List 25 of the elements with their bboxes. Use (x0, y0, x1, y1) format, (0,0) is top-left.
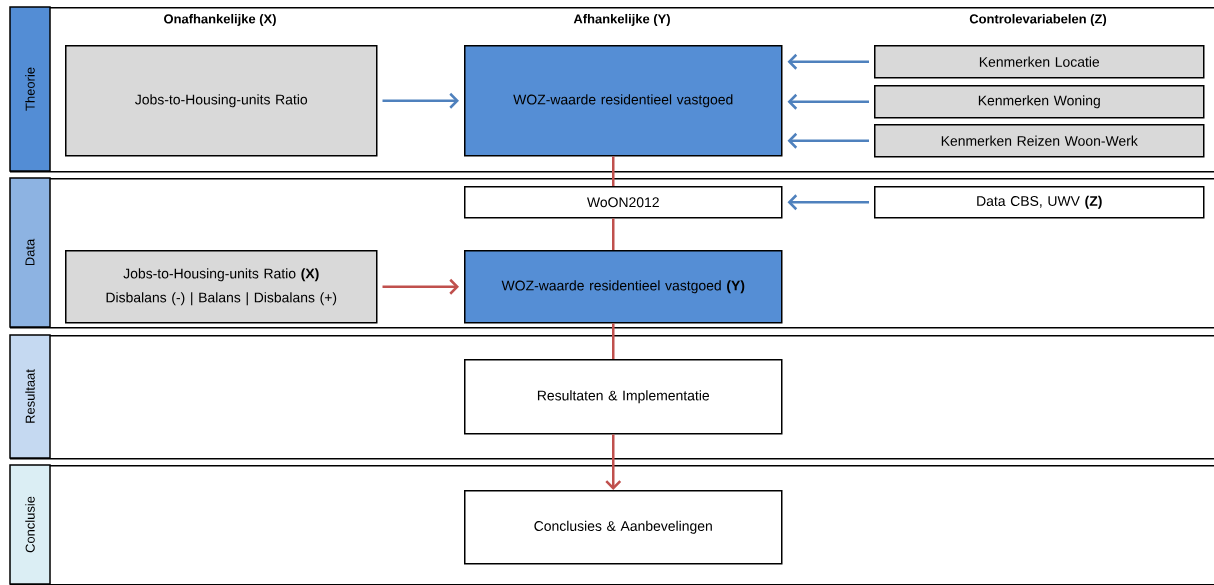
arrow (787, 194, 869, 211)
column-header: Onafhankelijke (X) (164, 13, 276, 27)
arrow (382, 278, 459, 295)
process-box: Jobs-to-Housing-units Ratio (65, 45, 378, 157)
arrow (382, 92, 459, 109)
process-box: WoON2012 (464, 186, 783, 219)
process-box: Kenmerken Reizen Woon-Werk (874, 124, 1205, 158)
column-header: Afhankelijke (Y) (573, 13, 670, 27)
arrow (605, 434, 622, 490)
process-box: Data CBS, UWV (Z) (874, 186, 1205, 219)
process-box: WOZ-waarde residentieel vastgoed (464, 45, 783, 157)
arrow (787, 53, 869, 70)
process-box: Kenmerken Locatie (874, 45, 1205, 79)
process-box: Jobs-to-Housing-units Ratio (X) Disbalans (-) | Balans | Disbalans (+) (65, 250, 378, 324)
column-header: Controlevariabelen (Z) (969, 13, 1107, 27)
lane-label: Data (9, 177, 51, 328)
process-box: WOZ-waarde residentieel vastgoed (Y) (464, 250, 783, 324)
lane-label: Resultaat (9, 334, 51, 459)
lane-label: Theorie (9, 6, 51, 172)
process-box: Kenmerken Woning (874, 85, 1205, 119)
lane-label: Conclusie (9, 464, 51, 585)
process-box: Conclusies & Aanbevelingen (464, 490, 783, 565)
process-box: Resultaten & Implementatie (464, 359, 783, 435)
arrow (787, 132, 869, 149)
arrow (787, 93, 869, 110)
